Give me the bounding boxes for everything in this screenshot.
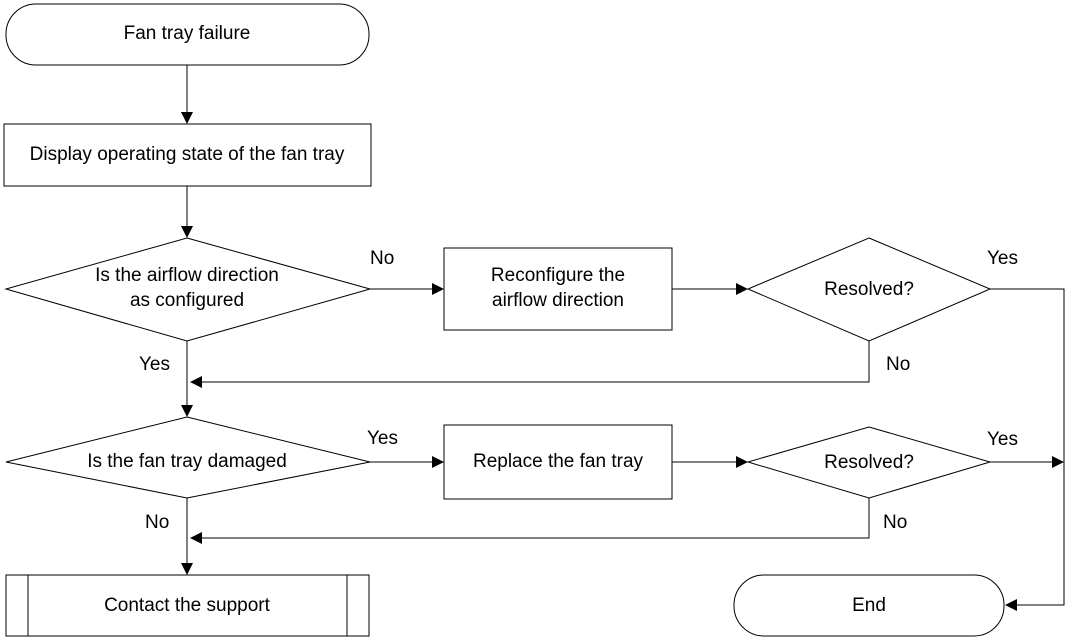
airflow-decision-label-line2: as configured xyxy=(130,290,244,311)
edge-resolved1-yes xyxy=(990,288,1065,606)
arrowhead-airflow-no xyxy=(432,283,444,295)
reconfigure-label-line1: Reconfigure the xyxy=(491,265,625,286)
arrowhead-resolved1-no xyxy=(190,376,202,388)
contact-support-label: Contact the support xyxy=(104,595,271,616)
label-damaged-yes: Yes xyxy=(367,428,398,449)
reconfigure-process: Reconfigure the airflow direction xyxy=(443,247,673,331)
arrowhead-replace-to-resolved xyxy=(736,456,748,468)
arrowhead-resolved2-yes xyxy=(1052,456,1064,468)
arrowhead-airflow-yes xyxy=(181,405,193,417)
edge-labels: No Yes Yes No Yes No Yes No xyxy=(139,248,1018,533)
resolved-decision-1: Resolved? xyxy=(746,237,992,342)
arrowhead-display-to-airflow xyxy=(181,226,193,238)
display-state-process: Display operating state of the fan tray xyxy=(3,123,372,187)
resolved-decision-1-label: Resolved? xyxy=(824,279,914,300)
label-airflow-no: No xyxy=(370,248,394,269)
arrowhead-to-end xyxy=(1005,599,1017,611)
edge-resolved1-no xyxy=(202,341,870,383)
arrowhead-reconfigure-to-resolved xyxy=(736,283,748,295)
airflow-decision-label-line1: Is the airflow direction xyxy=(95,265,279,286)
label-resolved2-yes: Yes xyxy=(987,429,1018,450)
arrowhead-start-to-display xyxy=(181,112,193,124)
contact-support-predefined-process: Contact the support xyxy=(5,574,370,637)
label-damaged-no: No xyxy=(145,512,169,533)
label-resolved1-yes: Yes xyxy=(987,248,1018,269)
airflow-decision: Is the airflow direction as configured xyxy=(4,237,372,342)
arrowhead-damaged-yes xyxy=(432,456,444,468)
label-resolved1-no: No xyxy=(886,354,910,375)
damaged-decision: Is the fan tray damaged xyxy=(5,416,371,499)
edge-resolved2-no xyxy=(202,498,870,539)
replace-process: Replace the fan tray xyxy=(443,424,673,500)
display-state-label: Display operating state of the fan tray xyxy=(30,144,345,165)
start-terminator: Fan tray failure xyxy=(5,3,370,66)
resolved-decision-2-label: Resolved? xyxy=(824,452,914,473)
label-resolved2-no: No xyxy=(883,512,907,533)
label-airflow-yes: Yes xyxy=(139,354,170,375)
connectors xyxy=(181,65,1065,611)
resolved-decision-2: Resolved? xyxy=(746,426,992,499)
arrowhead-resolved2-no xyxy=(190,532,202,544)
end-label: End xyxy=(852,595,886,616)
replace-label: Replace the fan tray xyxy=(473,451,644,472)
damaged-decision-label: Is the fan tray damaged xyxy=(87,451,287,472)
arrowhead-damaged-no xyxy=(181,563,193,575)
end-terminator: End xyxy=(733,574,1005,637)
start-label: Fan tray failure xyxy=(124,23,251,44)
reconfigure-label-line2: airflow direction xyxy=(492,290,624,311)
